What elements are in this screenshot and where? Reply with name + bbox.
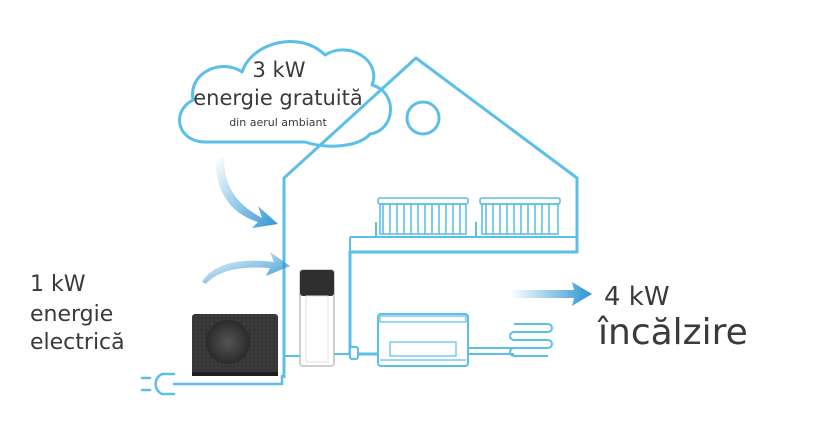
radiator-pipes <box>349 222 576 252</box>
valve <box>349 346 359 360</box>
cloud-shape <box>178 39 392 148</box>
output-heating-label: încălzire <box>598 312 748 353</box>
floor-pipes <box>468 347 514 355</box>
attic-window <box>405 100 441 136</box>
arrow-heat-output <box>510 282 592 306</box>
power-plug-icon <box>140 372 284 396</box>
tank-pipe <box>284 353 350 357</box>
house-outline <box>282 56 579 378</box>
arrow-air-to-house <box>215 158 278 228</box>
output-power-label: 4 kW <box>604 282 670 312</box>
indoor-unit <box>377 313 469 367</box>
cloud-energy-label: energie gratuită <box>193 86 363 110</box>
input-power-label: 1 kW <box>30 272 86 297</box>
input-electric-label: electrică <box>30 330 125 355</box>
cloud-source-label: din aerul ambiant <box>229 116 327 129</box>
outdoor-heat-pump-unit <box>192 314 278 376</box>
arrow-air-to-unit <box>202 252 290 284</box>
fan-icon <box>206 320 250 364</box>
water-tank <box>299 269 335 367</box>
radiator-left <box>377 197 469 235</box>
radiator-right <box>479 197 561 235</box>
underfloor-coil <box>509 323 553 357</box>
input-energy-label: energie <box>30 302 114 327</box>
cloud-power-label: 3 kW <box>252 58 306 82</box>
